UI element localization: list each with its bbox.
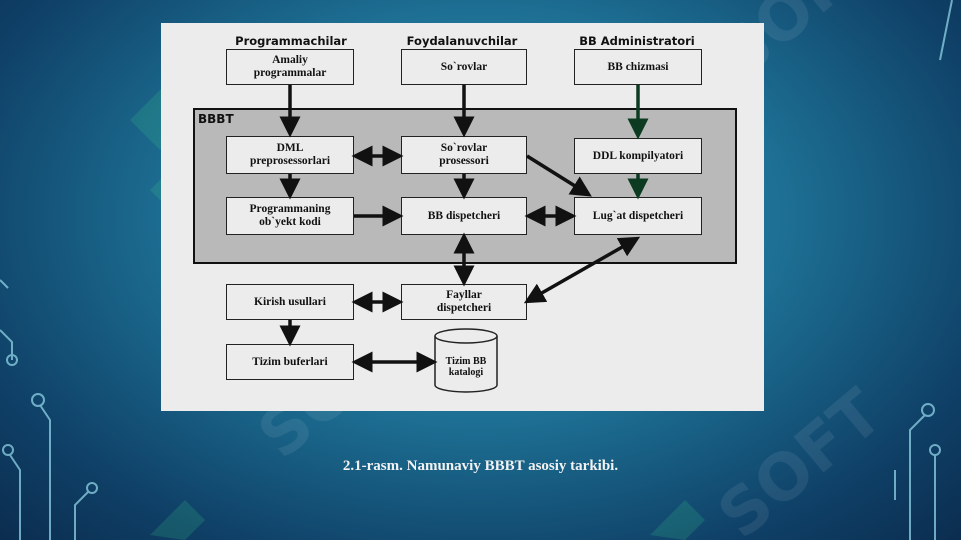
figure-caption: 2.1-rasm. Namunaviy BBBT asosiy tarkibi. bbox=[342, 458, 619, 474]
header-programmers: Programmachilar bbox=[235, 34, 347, 48]
diagram-panel: Programmachilar Foydalanuvchilar BB Admi… bbox=[161, 23, 764, 411]
box-queries: So`rovlar bbox=[401, 49, 527, 85]
box-dml-preprocessors: DML preprosessorlari bbox=[226, 136, 354, 174]
catalog-label: Tizim BB katalogi bbox=[445, 356, 487, 378]
bbbt-label: BBBT bbox=[198, 112, 234, 126]
diagram-arrows bbox=[279, 85, 649, 393]
catalog-cylinder bbox=[434, 328, 498, 393]
header-admins: BB Administratori bbox=[579, 34, 695, 48]
box-ddl-compiler: DDL kompilyatori bbox=[574, 138, 702, 174]
box-object-code: Programmaning ob`yekt kodi bbox=[226, 197, 354, 235]
box-app-programs: Amaliy programmalar bbox=[226, 49, 354, 85]
box-db-schema: BB chizmasi bbox=[574, 49, 702, 85]
box-query-processor: So`rovlar prosessori bbox=[401, 136, 527, 174]
header-users: Foydalanuvchilar bbox=[406, 34, 518, 48]
box-access-methods: Kirish usullari bbox=[226, 284, 354, 320]
box-file-dispatcher: Fayllar dispetcheri bbox=[401, 284, 527, 320]
